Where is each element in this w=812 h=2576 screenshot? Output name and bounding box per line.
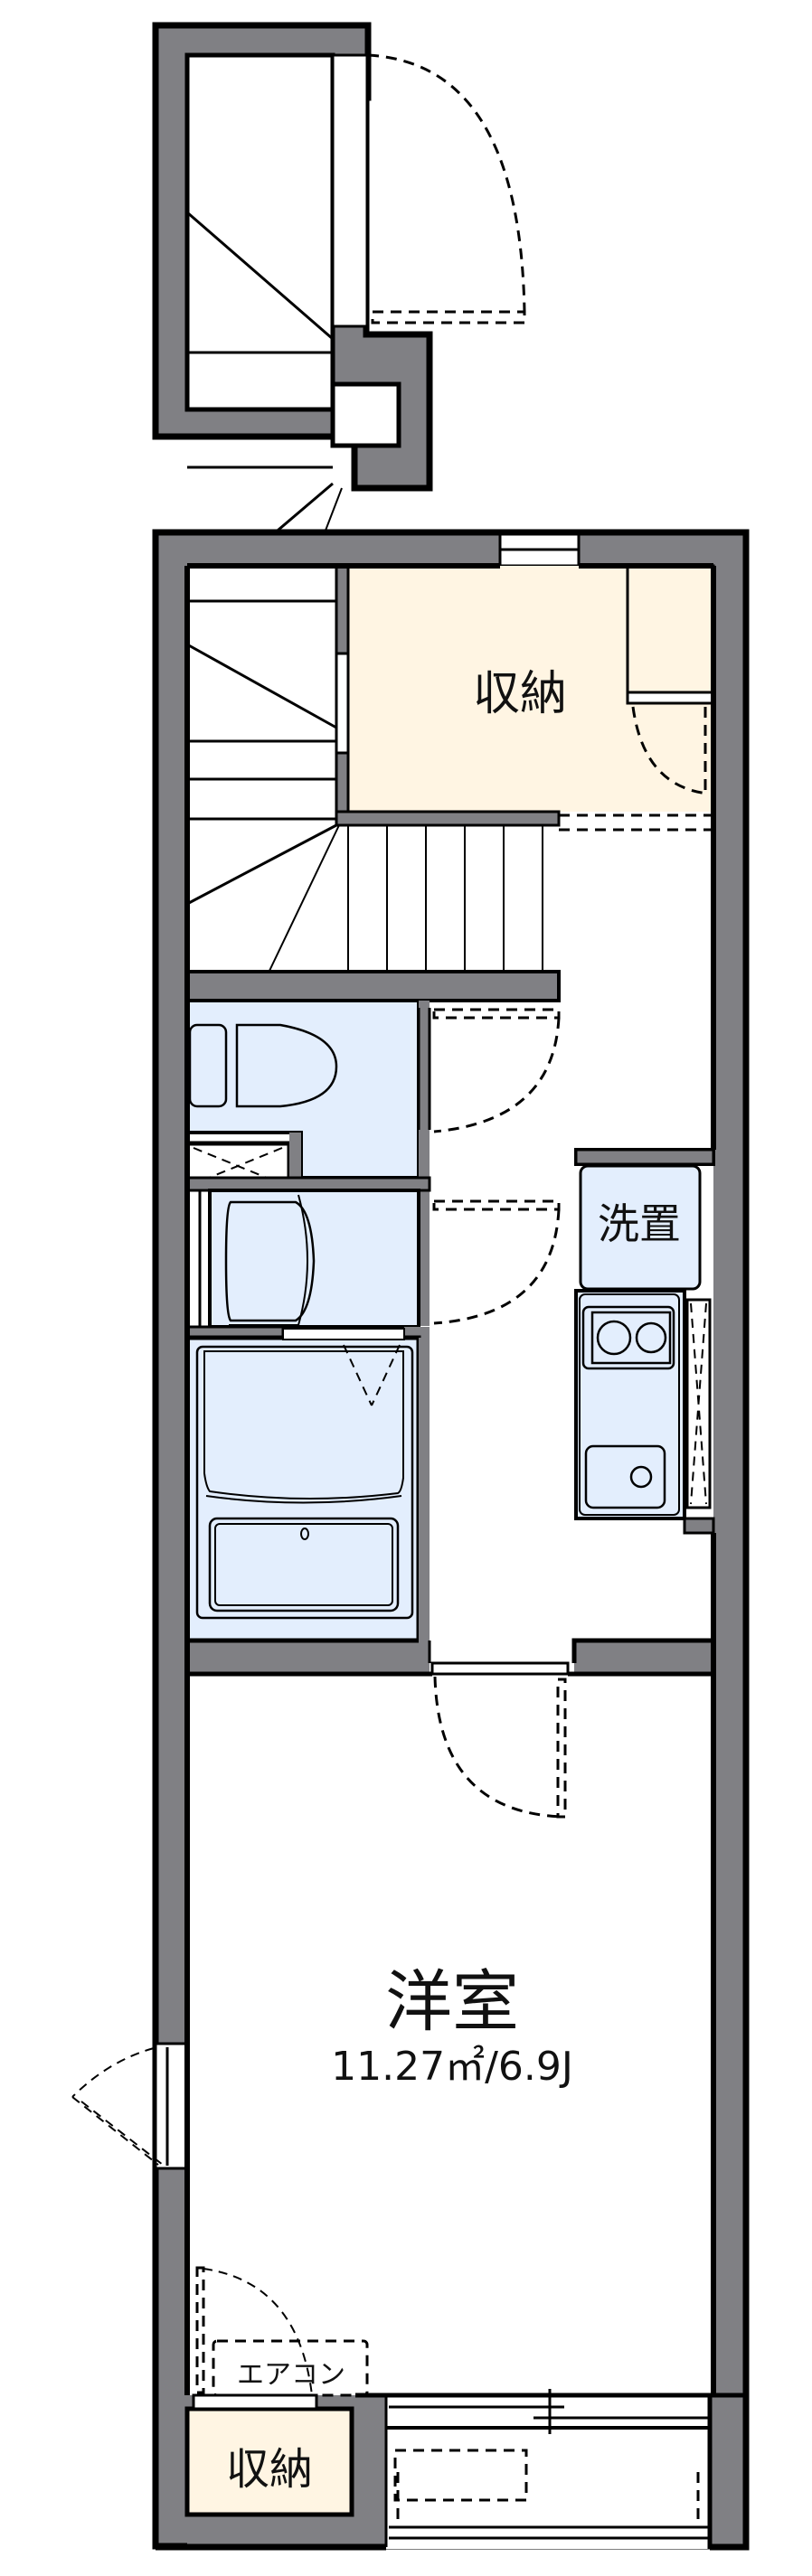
upper-stair-block: [152, 22, 526, 708]
room-partition: [187, 1638, 713, 1819]
sink-drain-icon: [629, 1465, 653, 1489]
western-room-label: 洋室: [385, 1963, 519, 2041]
air-conditioner-box: [212, 2339, 369, 2397]
upper-storage-label: 収納: [472, 667, 567, 721]
room-side-door: [71, 2042, 189, 2170]
main-stairs: [185, 599, 561, 1002]
fridge-space: [685, 1298, 712, 1509]
bathroom: [184, 1328, 430, 1643]
air-conditioner-label: エアコン: [237, 2359, 345, 2391]
kitchen: [574, 1289, 715, 1535]
stove-burner-icon: [596, 1320, 632, 1356]
stove-burner-icon: [635, 1321, 667, 1354]
lower-storage-label: 収納: [225, 2444, 313, 2495]
toilet-room: [184, 999, 561, 1326]
washer-space-label: 洗置: [598, 1199, 681, 1248]
bottom-closet: [184, 2266, 386, 2546]
washer-space: [574, 1148, 715, 1291]
upper-storage-room: [335, 564, 715, 832]
western-room-area: 11.27㎡/6.9J: [331, 2044, 573, 2090]
